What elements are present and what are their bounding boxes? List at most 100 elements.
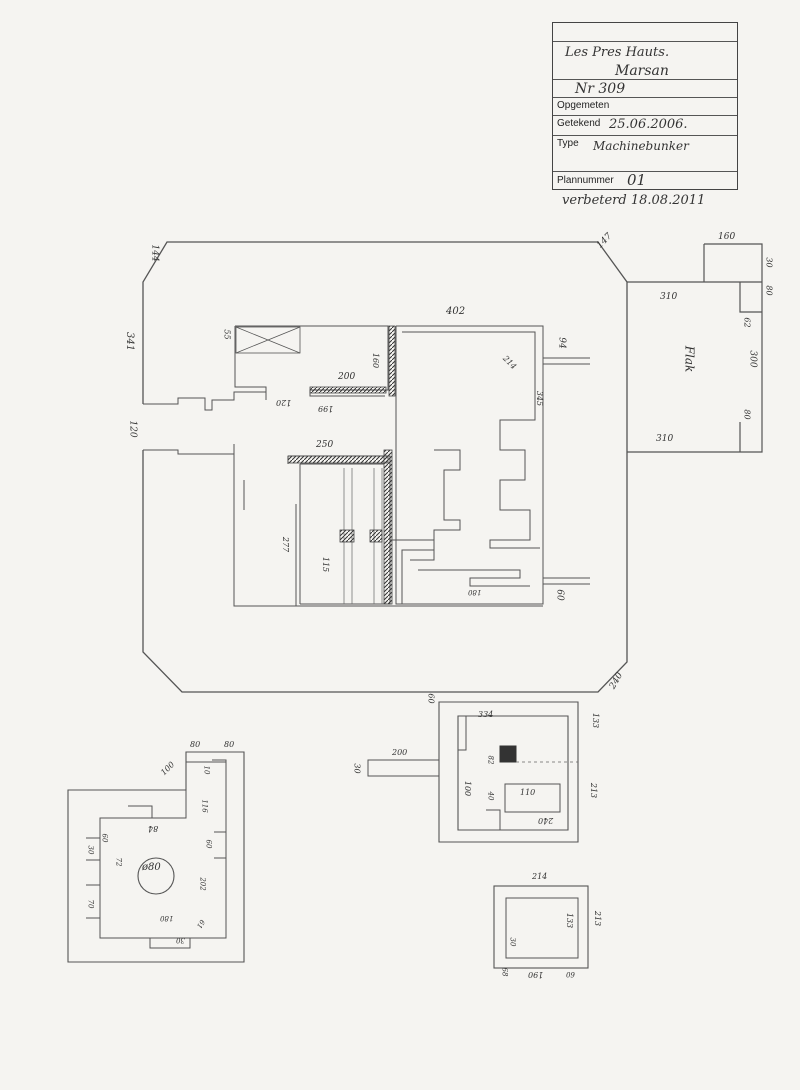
plan-number-label: Plannummer xyxy=(557,175,614,186)
title-block: Les Pres Hauts. Marsan Nr 309 Opgemeten … xyxy=(552,22,738,190)
dim-small-c: 68 xyxy=(500,967,509,977)
small-bunker-outline xyxy=(493,885,589,969)
dim-left-10: 10 xyxy=(202,765,211,775)
dim-right-60: 60 xyxy=(554,589,565,601)
dim-wall-94: 94 xyxy=(556,337,567,349)
dim-small-top: 214 xyxy=(532,872,548,881)
dim-mid-inner-d: 82 xyxy=(486,755,495,765)
dim-left-room: 277 xyxy=(281,536,291,553)
dim-small-a: 60 xyxy=(566,970,575,978)
dim-corridor: 250 xyxy=(316,440,334,450)
bunker-number: Nr 309 xyxy=(575,81,626,97)
title-block-divider xyxy=(553,97,737,98)
dim-mid-ext-end: 30 xyxy=(352,763,362,774)
dim-mid-inner-a: 110 xyxy=(520,788,536,797)
location-line-2: Marsan xyxy=(615,63,669,79)
dim-left-116: 116 xyxy=(200,799,209,813)
dim-left-30b: 30 xyxy=(86,845,95,855)
right-room xyxy=(395,325,544,605)
dim-annexe-side: 30 xyxy=(764,257,774,268)
left-entrance-gap xyxy=(140,404,146,450)
vent-block-right xyxy=(369,529,383,543)
mid-bunker-inner xyxy=(458,716,561,830)
dim-room-a: 200 xyxy=(338,372,356,382)
mid-bunker-entry xyxy=(367,759,439,777)
dim-left-70: 70 xyxy=(86,899,95,909)
dim-small-b: 30 xyxy=(508,937,517,947)
wall-94 xyxy=(543,357,590,365)
dim-mid-side: 213 xyxy=(589,782,599,799)
dim-room-b: 214 xyxy=(501,353,519,372)
dim-small-b: 120 xyxy=(276,398,292,407)
circle-label: ø80 xyxy=(142,862,161,873)
dim-left-61: 61 xyxy=(194,918,207,930)
central-hatched-wall xyxy=(383,449,393,605)
drawn-label: Getekend xyxy=(557,118,601,129)
central-top-wall xyxy=(287,455,389,464)
dim-left-60b: 60 xyxy=(100,833,109,843)
dim-annexe-inner-b: 80 xyxy=(742,409,752,420)
dim-left-top-b: 80 xyxy=(224,740,235,749)
type-label: Type xyxy=(557,138,579,149)
dim-center-room: 115 xyxy=(321,556,331,573)
title-block-divider xyxy=(553,41,737,42)
right-room-inner xyxy=(401,449,461,604)
dim-mid-ext: 200 xyxy=(392,748,408,757)
dim-annexe-bottom: 310 xyxy=(656,434,674,444)
dim-annexe-inner: 62 xyxy=(742,317,752,328)
dim-corner-tr: 147 xyxy=(594,231,615,251)
mid-bunker-outline xyxy=(438,701,579,843)
plan-number-value: 01 xyxy=(627,171,647,189)
drawn-value: 25.06.2006. xyxy=(609,117,688,132)
dim-small-bottom: 190 xyxy=(528,970,544,979)
dim-small-a: 55 xyxy=(222,329,232,340)
left-bunker-circle xyxy=(137,857,175,895)
dim-small-d: 180 xyxy=(468,588,482,596)
crossed-box-diagonals xyxy=(235,326,301,354)
title-block-divider xyxy=(553,79,737,80)
dim-mid-inner-e: 40 xyxy=(486,791,495,801)
bottom-passage xyxy=(390,539,530,587)
dim-left-100: 100 xyxy=(159,759,177,778)
flak-annexe-outline xyxy=(627,243,763,453)
hatched-wall xyxy=(309,386,387,394)
dim-left-top: 80 xyxy=(190,740,201,749)
dim-main-top: 402 xyxy=(446,306,466,317)
mid-bunker-block xyxy=(499,745,517,763)
surveyed-label: Opgemeten xyxy=(557,100,610,111)
title-block-divider xyxy=(553,135,737,136)
wall-60 xyxy=(543,577,590,585)
dim-annexe-top: 160 xyxy=(718,232,736,242)
dim-left-202: 202 xyxy=(198,877,207,891)
dim-left-72: 72 xyxy=(114,857,123,867)
dim-left-60: 60 xyxy=(204,839,213,849)
dim-annexe-height: 300 xyxy=(747,350,758,368)
dim-small-c: 199 xyxy=(318,404,334,413)
vent-block-left xyxy=(339,529,355,543)
dim-room-b-side: 345 xyxy=(535,390,545,407)
type-value: Machinebunker xyxy=(593,139,689,153)
dim-mid-top: 334 xyxy=(478,710,494,719)
left-entrance xyxy=(143,391,266,455)
dim-left-180: 180 xyxy=(160,914,174,922)
title-block-divider xyxy=(553,115,737,116)
title-block-divider xyxy=(553,171,737,172)
dim-annexe-width: 310 xyxy=(660,292,678,302)
dim-small-side: 213 xyxy=(593,910,603,927)
location-line-1: Les Pres Hauts. xyxy=(565,45,670,60)
dim-main-left: 341 xyxy=(124,331,136,352)
dim-mid-60: 60 xyxy=(426,693,436,704)
revision-note: verbeterd 18.08.2011 xyxy=(562,193,706,208)
dim-mid-inner-c: 100 xyxy=(463,780,473,797)
dim-left-84: 84 xyxy=(148,824,159,833)
dim-left-opening: 120 xyxy=(127,420,138,438)
crossed-box xyxy=(235,326,301,354)
hatched-wall-vertical xyxy=(388,325,396,397)
flak-label: Flak xyxy=(682,345,697,373)
dim-mid-inner-b: 240 xyxy=(538,816,554,825)
small-bunker-inner xyxy=(505,897,579,959)
left-bunker-notches xyxy=(86,759,227,949)
